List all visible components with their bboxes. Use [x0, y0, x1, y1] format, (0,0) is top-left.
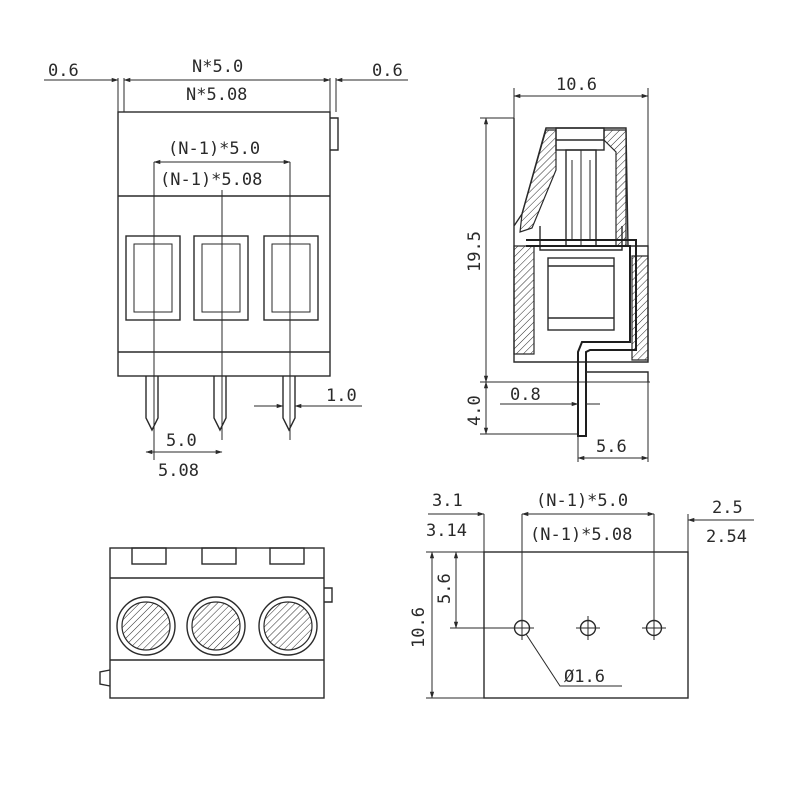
left-overhang-label: 0.6 — [48, 61, 79, 81]
pcb-layout-view: 3.1 3.14 (N-1)*5.0 (N-1)*5.08 2.5 2.54 1… — [409, 491, 754, 699]
left-margin-a-label: 3.1 — [432, 491, 463, 511]
right-margin-b-label: 2.54 — [706, 527, 747, 547]
hole-diameter-label: Ø1.6 — [564, 667, 605, 687]
wire-entry-3 — [263, 235, 319, 321]
board-height-label: 10.6 — [409, 607, 429, 648]
pin-length-label: 4.0 — [465, 395, 485, 426]
pcb-hole-1 — [510, 616, 534, 640]
left-margin-b-label: 3.14 — [426, 521, 467, 541]
side-view: 10.6 19.5 4.0 — [465, 75, 650, 462]
pitch-total-a-label: N*5.0 — [192, 57, 243, 77]
span-b-label: (N-1)*5.08 — [530, 525, 632, 545]
top-view — [99, 547, 333, 699]
pin-thickness-label: 0.8 — [510, 385, 541, 405]
right-margin-a-label: 2.5 — [712, 498, 743, 518]
pin-width-label: 1.0 — [326, 386, 357, 406]
pin-pitch-b-label: 5.08 — [158, 461, 199, 481]
hole-offset-label: 5.6 — [435, 573, 455, 604]
pitch-total-b-label: N*5.08 — [186, 85, 247, 105]
inner-span-b-label: (N-1)*5.08 — [160, 170, 262, 190]
wire-entry-2 — [193, 235, 249, 321]
span-a-label: (N-1)*5.0 — [536, 491, 628, 511]
front-pin-1 — [145, 376, 159, 432]
right-overhang-label: 0.6 — [372, 61, 403, 81]
screw-head-3 — [258, 596, 318, 656]
pin-pitch-a-label: 5.0 — [166, 431, 197, 451]
side-width-label: 10.6 — [556, 75, 597, 95]
pin-offset-label: 5.6 — [596, 437, 627, 457]
front-housing — [117, 111, 331, 377]
body-height-label: 19.5 — [465, 231, 485, 272]
front-view: 0.6 0.6 N*5.0 N*5.08 (N-1)*5.0 (N-1)*5.0… — [44, 57, 408, 481]
pcb-hole-2 — [576, 616, 600, 640]
screw-head-1 — [116, 596, 176, 656]
inner-span-a-label: (N-1)*5.0 — [168, 139, 260, 159]
pcb-hole-3 — [642, 616, 666, 640]
side-pin — [526, 239, 637, 437]
screw — [555, 127, 605, 247]
screw-head-2 — [186, 596, 246, 656]
front-pin-2 — [213, 376, 227, 432]
wire-entry-1 — [125, 235, 181, 321]
front-pin-3 — [282, 376, 296, 432]
pcb-footprint — [483, 551, 689, 699]
